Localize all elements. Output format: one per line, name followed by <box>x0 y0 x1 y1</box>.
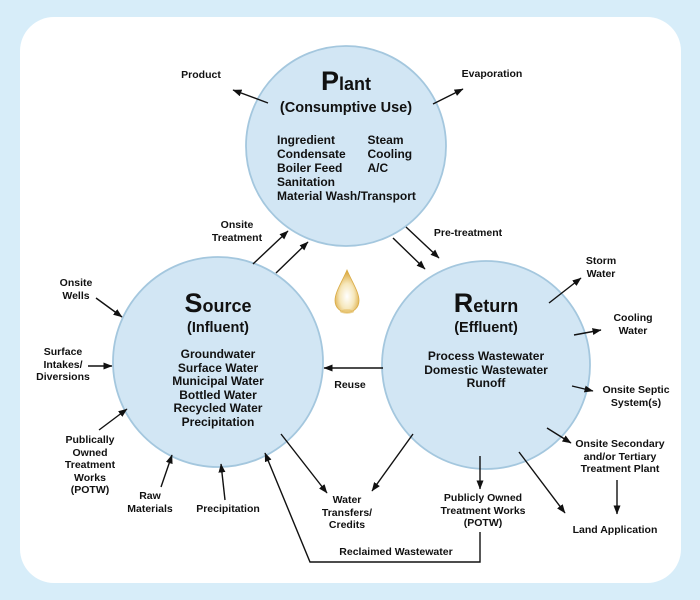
label-land-application: Land Application <box>572 524 658 536</box>
return-item: Runoff <box>466 376 506 390</box>
source-title: Source <box>118 288 318 323</box>
plant-item: A/C <box>367 161 389 175</box>
plant-item: Ingredient <box>277 133 336 147</box>
arrows <box>88 88 621 563</box>
label-potw-left: Publically Owned Treatment Works (POTW) <box>64 434 116 496</box>
label-surface-intakes: Surface Intakes/ Diversions <box>36 346 90 383</box>
plant-item: Boiler Feed <box>277 161 343 175</box>
water-drop-icon <box>334 268 360 313</box>
arrow-storm-water <box>548 277 582 304</box>
return-subtitle: (Effluent) <box>454 320 518 336</box>
label-raw-materials: Raw Materials <box>127 490 173 515</box>
label-water-transfers: Water Transfers/ Credits <box>321 494 373 531</box>
arrow-return-to-onsite-secondary <box>546 427 572 444</box>
label-onsite-treatment: Onsite Treatment <box>211 219 263 244</box>
arrow-pre-treatment-1 <box>405 226 440 259</box>
plant-title: Plant <box>246 66 446 101</box>
arrow-onsite-treatment-2 <box>275 241 309 274</box>
plant-item: Sanitation <box>277 175 336 189</box>
arrow-onsite-treatment-1 <box>252 230 289 265</box>
plant-subtitle: (Consumptive Use) <box>279 100 413 116</box>
reclaimed-wastewater-line <box>264 452 481 563</box>
return-title-initial: R <box>453 288 474 318</box>
arrow-onsite-wells <box>95 297 123 318</box>
arrow-cooling-water <box>573 328 602 336</box>
source-item: Municipal Water <box>172 374 264 388</box>
label-onsite-secondary: Onsite Secondary and/or Tertiary Treatme… <box>575 438 665 475</box>
label-evaporation: Evaporation <box>461 68 523 80</box>
plant-item: Material Wash/Transport <box>277 189 416 203</box>
label-product: Product <box>181 69 221 81</box>
water-drop-base <box>340 309 354 314</box>
plant-item: Condensate <box>277 147 346 161</box>
label-potw-bottom: Publicly Owned Treatment Works (POTW) <box>440 492 526 529</box>
source-items: Groundwater Surface Water Municipal Wate… <box>118 347 318 429</box>
arrow-plant-to-evaporation <box>432 88 464 105</box>
return-item: Process Wastewater <box>427 349 545 363</box>
plant-items: Ingredient Steam Condensate Cooling Boil… <box>277 133 416 203</box>
source-item: Precipitation <box>181 414 255 429</box>
source-title-initial: S <box>184 288 203 318</box>
source-subtitle: (Influent) <box>186 320 249 336</box>
return-circle <box>381 260 591 470</box>
arrow-return-to-land <box>518 451 566 514</box>
plant-circle <box>245 45 447 247</box>
plant-title-initial: P <box>320 66 339 96</box>
source-item: Surface Water <box>177 360 259 375</box>
return-item: Domestic Wastewater <box>424 362 548 377</box>
arrow-source-to-water-transfers <box>280 433 328 494</box>
label-precipitation: Precipitation <box>196 503 260 515</box>
return-title: Return <box>386 288 586 323</box>
label-onsite-septic: Onsite Septic System(s) <box>602 384 670 409</box>
label-reuse: Reuse <box>334 379 366 391</box>
return-items: Process Wastewater Domestic Wastewater R… <box>381 349 591 391</box>
label-pre-treatment: Pre-treatment <box>433 227 503 239</box>
plant-item: Cooling <box>367 147 413 161</box>
label-onsite-wells: Onsite Wells <box>59 277 93 302</box>
source-title-rest: ource <box>202 296 252 316</box>
source-item: Bottled Water <box>179 387 257 402</box>
arrow-onsite-septic <box>571 385 594 393</box>
arrow-precipitation <box>218 463 226 501</box>
label-reclaimed-wastewater: Reclaimed Wastewater <box>339 546 453 558</box>
plant-item: Steam <box>367 133 404 147</box>
arrow-pre-treatment-2 <box>392 237 426 270</box>
arrow-potw-left <box>98 408 128 431</box>
arrow-plant-to-product <box>232 89 269 104</box>
source-item: Recycled Water <box>173 401 263 415</box>
return-title-rest: eturn <box>473 296 519 316</box>
source-item: Groundwater <box>180 347 256 361</box>
arrow-raw-materials <box>160 454 173 488</box>
plant-title-rest: lant <box>339 74 372 94</box>
label-cooling-water: Cooling Water <box>613 312 653 337</box>
arrow-return-to-water-transfers <box>371 433 414 492</box>
label-storm-water: Storm Water <box>585 255 617 280</box>
source-circle <box>112 256 324 468</box>
